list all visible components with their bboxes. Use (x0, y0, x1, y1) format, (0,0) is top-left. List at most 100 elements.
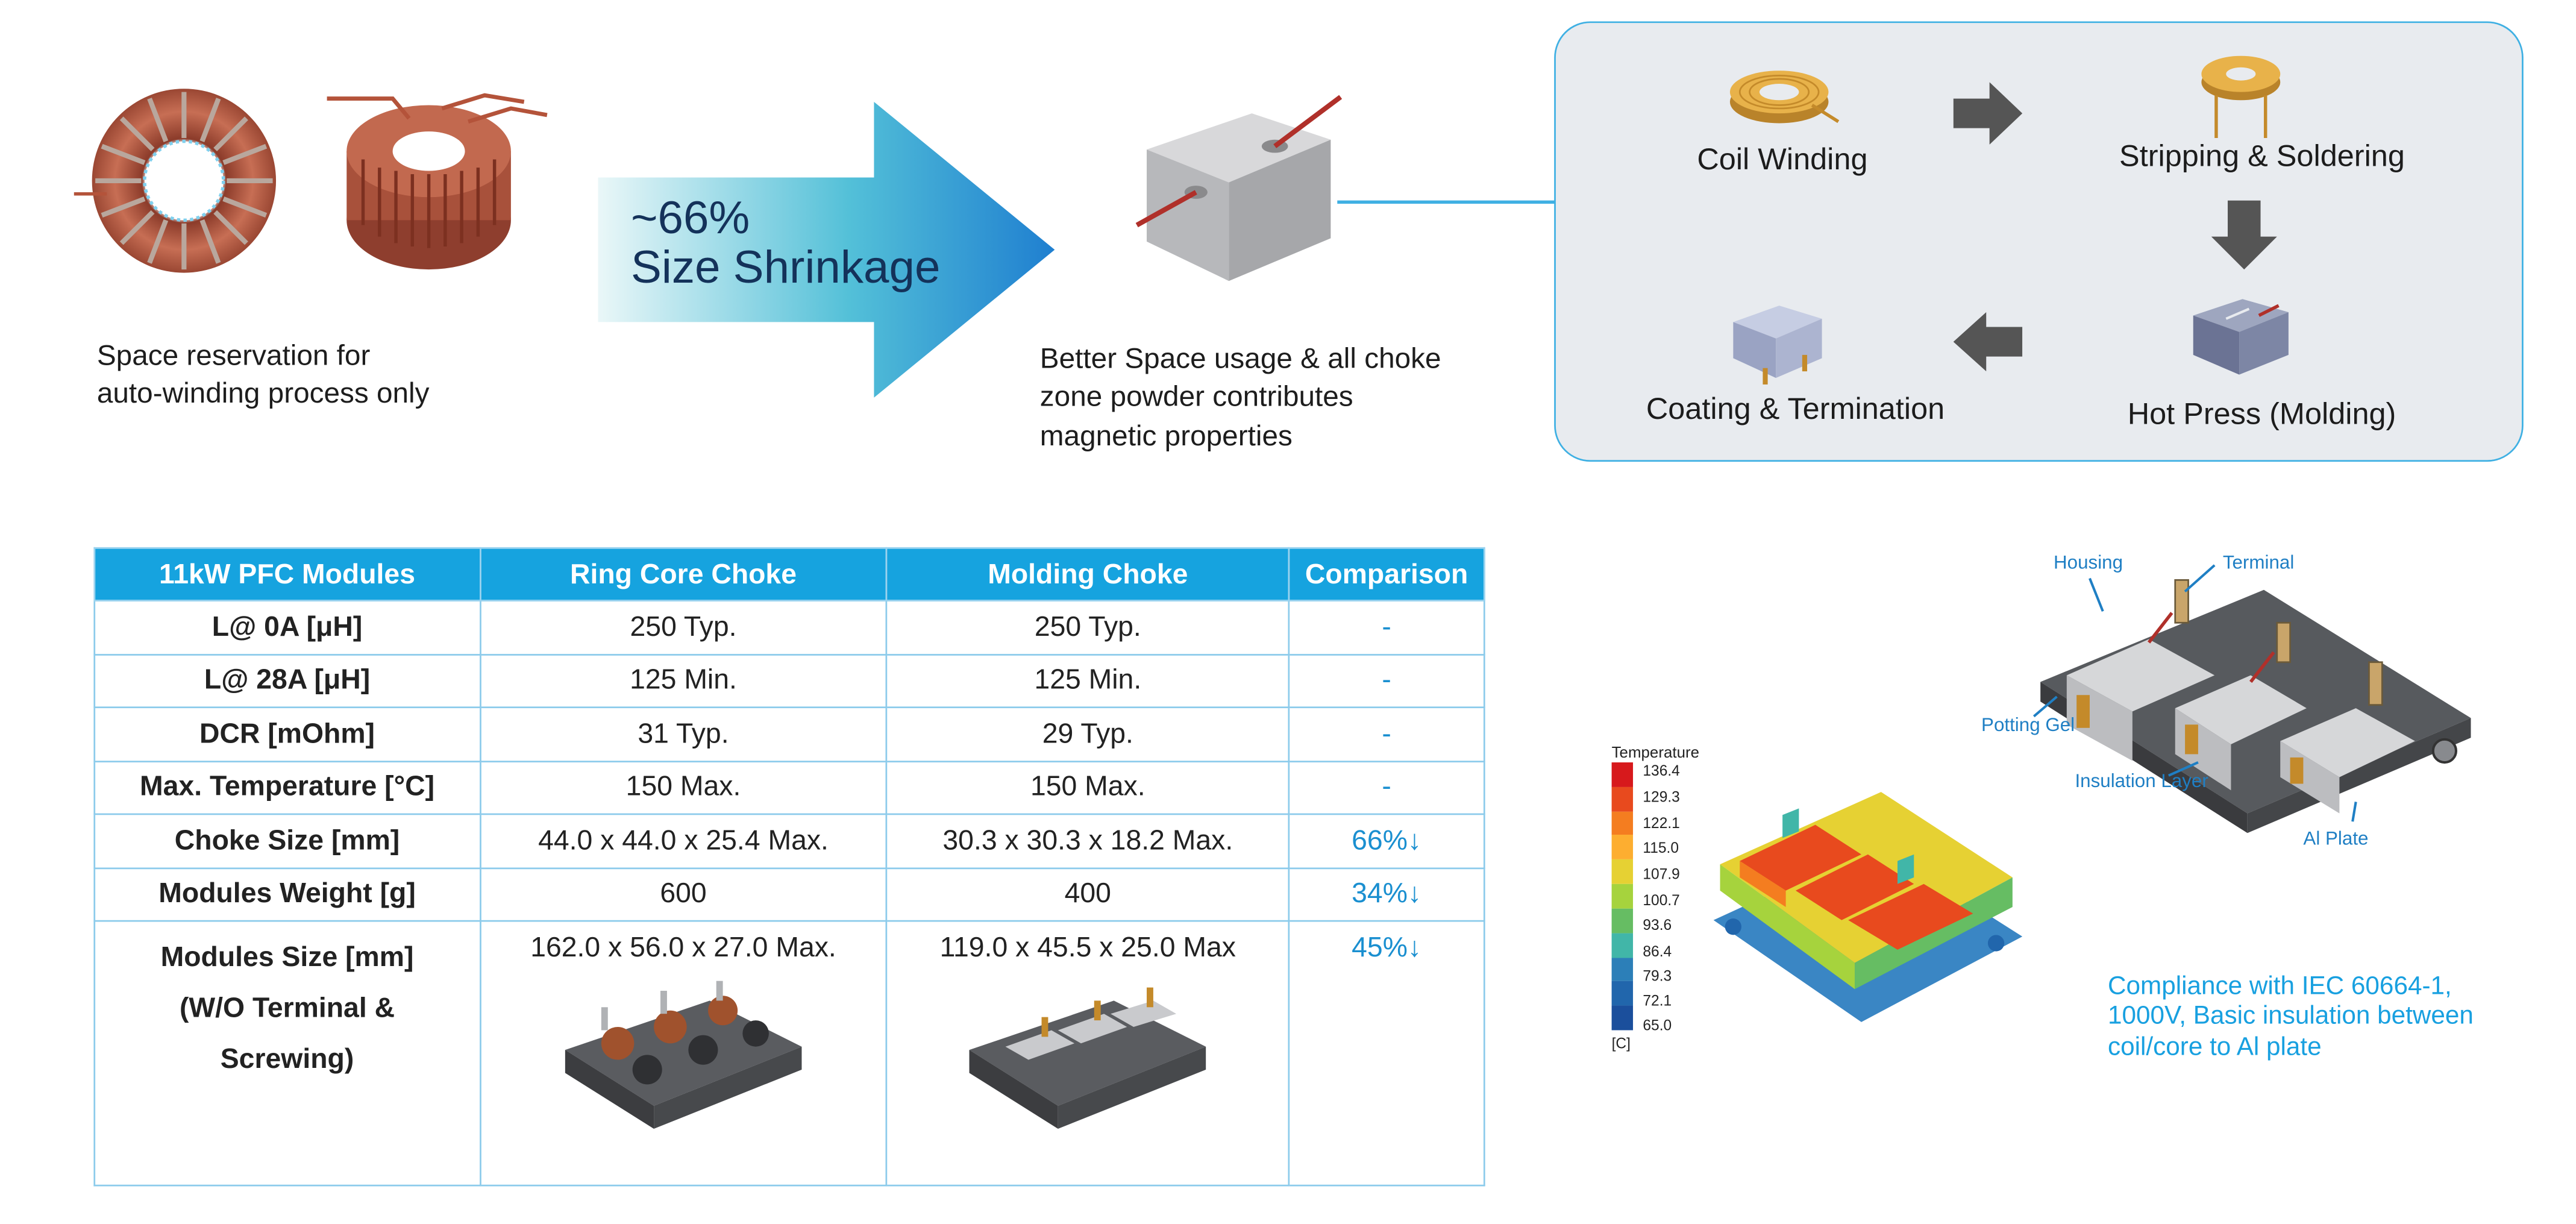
row-molding-value: 250 Typ. (886, 600, 1290, 655)
header-molding: Molding Choke (886, 547, 1290, 601)
row-ring-value: 150 Max. (478, 759, 888, 815)
thermal-simulation-image (1713, 792, 2023, 1022)
row-param: L@ 28A [μH] (93, 653, 481, 709)
colorbar-segment (1611, 908, 1634, 933)
legend-tick: 65.0 (1643, 1017, 1672, 1034)
colorbar-segment (1611, 957, 1634, 982)
legend-tick: 93.6 (1643, 917, 1672, 934)
row-param: Modules Weight [g] (93, 867, 481, 922)
molding-module-image (970, 987, 1206, 1129)
row-molding-value: 29 Typ. (886, 706, 1290, 762)
row-molding-value: 150 Max. (886, 759, 1290, 815)
compliance-line3: coil/core to Al plate (2107, 1032, 2322, 1061)
row-comparison: - (1288, 706, 1485, 762)
legend-tick: 122.1 (1643, 815, 1680, 832)
ring-core-choke-angled-image (327, 93, 548, 270)
param-line2: (W/O Terminal & (179, 992, 395, 1024)
param-line1: Modules Size [mm] (160, 941, 414, 973)
step-stripping-soldering: Stripping & Soldering (2119, 138, 2405, 173)
legend-tick: 100.7 (1643, 892, 1680, 909)
table-row-module-size: Modules Size [mm] (W/O Terminal & Screwi… (93, 920, 1485, 1187)
row-ring-value: 125 Min. (478, 653, 888, 709)
row-param: Max. Temperature [°C] (93, 759, 481, 815)
stripping-soldering-icon (2201, 55, 2281, 139)
colorbar-segment (1611, 859, 1634, 884)
size-shrinkage-arrow (598, 102, 1055, 398)
callout-housing: Housing (2053, 553, 2123, 574)
ring-core-choke-top-image (74, 89, 277, 273)
colorbar-segment (1611, 883, 1634, 909)
ring-core-module-image (565, 981, 802, 1129)
table-row: L@ 28A [μH] 125 Min. 125 Min. - (93, 653, 1485, 709)
colorbar-segment (1611, 811, 1634, 836)
row-molding-value: 400 (886, 867, 1290, 922)
thermal-colorbar (1611, 762, 1634, 1031)
row-molding-value: 119.0 x 45.5 x 25.0 Max (886, 920, 1290, 1187)
middle-caption-line3: magnetic properties (1039, 418, 1293, 451)
header-comparison: Comparison (1288, 547, 1485, 601)
table-row: L@ 0A [μH] 250 Typ. 250 Typ. - (93, 600, 1485, 655)
thermal-legend-title: Temperature (1611, 744, 1700, 763)
row-param: L@ 0A [μH] (93, 600, 481, 655)
row-comparison: 66%↓ (1288, 813, 1485, 868)
table-row: Modules Weight [g] 600 400 34%↓ (93, 867, 1485, 922)
callout-al-plate: Al Plate (2303, 829, 2369, 850)
row-molding-value: 125 Min. (886, 653, 1290, 709)
legend-tick: 107.9 (1643, 865, 1680, 883)
legend-tick: 86.4 (1643, 943, 1672, 960)
colorbar-segment (1611, 932, 1634, 958)
row-param: DCR [mOhm] (93, 706, 481, 762)
row-ring-value: 44.0 x 44.0 x 25.4 Max. (478, 813, 888, 868)
step-coating-termination: Coating & Termination (1646, 391, 1945, 426)
arrow-down-icon (2211, 200, 2277, 270)
colorbar-segment (1611, 786, 1634, 811)
table-row: DCR [mOhm] 31 Typ. 29 Typ. - (93, 706, 1485, 762)
table-header-row: 11kW PFC Modules Ring Core Choke Molding… (93, 547, 1485, 601)
left-caption-line2: auto-winding process only (96, 377, 430, 410)
step-hot-press: Hot Press (Molding) (2127, 396, 2396, 431)
compliance-line1: Compliance with IEC 60664-1, (2107, 973, 2452, 1001)
arrow-right-icon (1953, 82, 2023, 145)
header-ring-core: Ring Core Choke (478, 547, 888, 601)
row-ring-value: 162.0 x 56.0 x 27.0 Max. (478, 920, 888, 1187)
callout-leader-lines (2032, 564, 2357, 822)
table-row: Choke Size [mm] 44.0 x 44.0 x 25.4 Max. … (93, 813, 1485, 868)
row-param: Choke Size [mm] (93, 813, 481, 868)
hot-press-icon (2193, 299, 2289, 375)
colorbar-segment (1611, 762, 1634, 787)
thermal-legend-unit: [C] (1611, 1035, 1631, 1052)
row-ring-value: 250 Typ. (478, 600, 888, 655)
row-comparison: - (1288, 653, 1485, 709)
colorbar-segment (1611, 1005, 1634, 1031)
coating-termination-icon (1733, 306, 1822, 384)
ring-module-size: 162.0 x 56.0 x 27.0 Max. (530, 931, 836, 963)
row-comparison: 45%↓ (1288, 920, 1485, 1187)
row-param: Modules Size [mm] (W/O Terminal & Screwi… (93, 920, 481, 1187)
legend-tick: 129.3 (1643, 788, 1680, 805)
row-comparison: - (1288, 759, 1485, 815)
callout-potting-gel: Potting Gel (1981, 716, 2075, 736)
row-molding-value: 30.3 x 30.3 x 18.2 Max. (886, 813, 1290, 868)
molding-module-size: 119.0 x 45.5 x 25.0 Max (939, 931, 1236, 963)
row-ring-value: 600 (478, 867, 888, 922)
callout-terminal: Terminal (2222, 553, 2295, 574)
table-row: Max. Temperature [°C] 150 Max. 150 Max. … (93, 759, 1485, 815)
row-comparison: 34%↓ (1288, 867, 1485, 922)
connector-line (1337, 200, 1556, 203)
param-line3: Screwing) (220, 1043, 354, 1075)
legend-tick: 72.1 (1643, 992, 1672, 1009)
middle-caption-line2: zone powder contributes (1039, 380, 1353, 413)
molding-choke-image (1135, 95, 1343, 281)
arrow-left-icon (1953, 312, 2023, 372)
header-modules: 11kW PFC Modules (93, 547, 481, 601)
legend-tick: 136.4 (1643, 762, 1680, 779)
module-cutaway-image (2040, 579, 2471, 833)
row-ring-value: 31 Typ. (478, 706, 888, 762)
step-coil-winding: Coil Winding (1697, 141, 1868, 176)
row-comparison: - (1288, 600, 1485, 655)
spec-comparison-table: 11kW PFC Modules Ring Core Choke Molding… (93, 547, 1485, 1187)
legend-tick: 115.0 (1643, 840, 1679, 856)
arrow-label: Size Shrinkage (630, 240, 941, 292)
callout-insulation-layer: Insulation Layer (2075, 772, 2208, 792)
colorbar-segment (1611, 981, 1634, 1006)
